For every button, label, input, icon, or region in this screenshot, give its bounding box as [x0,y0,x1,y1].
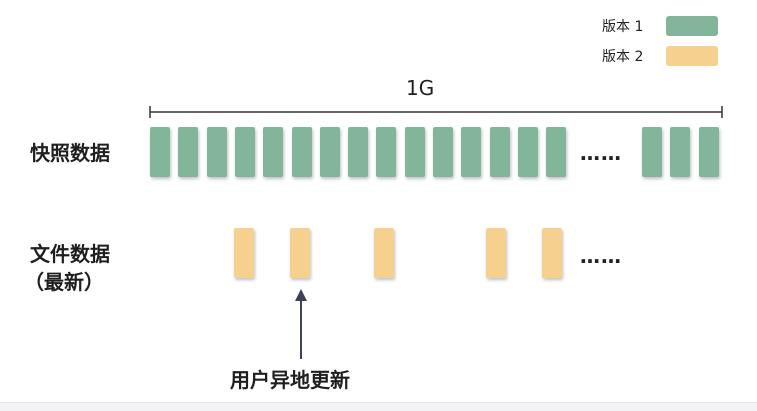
file-block [290,228,310,278]
snapshot-block [433,127,453,177]
legend-swatch-version-2 [666,46,718,66]
snapshot-block [348,127,369,177]
snapshot-ellipsis: …… [580,141,622,165]
snapshot-row-label: 快照数据 [30,141,110,165]
snapshot-block [178,127,199,177]
file-block [234,228,254,278]
annotation-text: 用户异地更新 [230,368,350,392]
snapshot-block [291,127,312,177]
update-arrow [295,289,307,359]
snapshot-block [546,127,567,177]
file-block [486,228,506,278]
snapshot-block [670,127,691,177]
file-row-label-line1: 文件数据 [30,242,110,266]
file-ellipsis: …… [580,244,622,268]
snapshot-block [319,127,340,177]
file-row-label-line2: （最新） [24,270,104,294]
snapshot-block [150,127,170,177]
snapshot-block [376,127,397,177]
snapshot-block [263,127,284,177]
snapshot-block [642,127,662,177]
snapshot-block [206,127,227,177]
file-row-label: 文件数据 （最新） [24,241,140,295]
snapshot-block [698,127,719,177]
snapshot-block [234,127,255,177]
file-block [542,228,562,278]
snapshot-block [461,127,482,177]
file-block [374,228,394,278]
legend-label-version-2: 版本 2 [602,49,644,65]
size-label: 1G [406,76,435,100]
snapshot-block [404,127,425,177]
legend-label-version-1: 版本 1 [602,19,644,35]
bottom-strip [0,402,757,411]
size-bracket [149,106,723,118]
snapshot-block [517,127,538,177]
legend-swatch-version-1 [666,16,718,36]
snapshot-block [489,127,510,177]
